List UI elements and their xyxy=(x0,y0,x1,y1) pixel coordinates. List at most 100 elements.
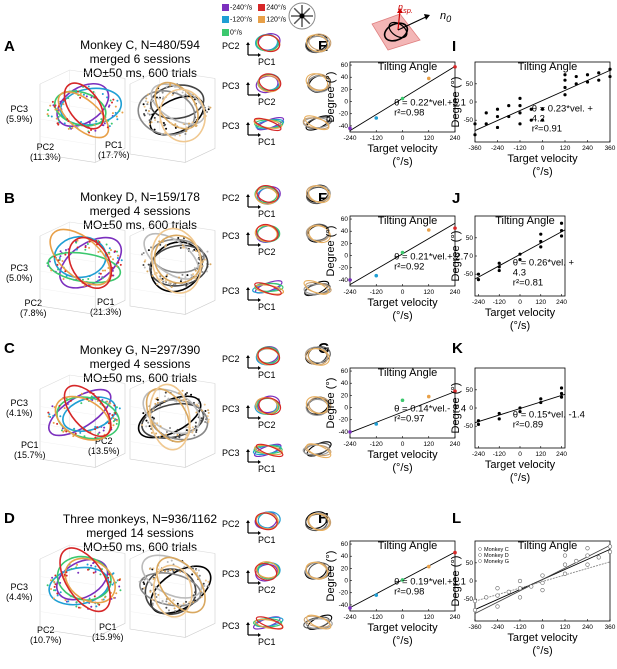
data-point xyxy=(400,96,405,101)
trajectory-dot xyxy=(162,122,165,125)
trajectory-dot xyxy=(75,248,78,251)
trajectory-dot xyxy=(97,433,100,436)
trajectory-dot xyxy=(108,125,111,128)
trajectory-dot xyxy=(186,96,189,99)
pca-cube-grayscale xyxy=(129,374,216,468)
trajectory-dot xyxy=(59,591,62,594)
panel-label-K: K xyxy=(452,340,463,357)
trajectory-dot xyxy=(115,592,118,595)
trajectory-dot xyxy=(108,412,111,415)
proj-axis-label-y: PC2 xyxy=(222,193,240,203)
trajectory-dot xyxy=(56,592,59,595)
trajectory-dot xyxy=(146,101,149,104)
trajectory-dot xyxy=(175,85,178,88)
y-axis-label: Degree (°) xyxy=(325,226,337,277)
trajectory-dot xyxy=(56,594,59,597)
trajectory-dot xyxy=(89,599,92,602)
trajectory-dot xyxy=(143,582,146,585)
trajectory-loop xyxy=(159,88,206,143)
trajectory-loop xyxy=(152,564,193,618)
trajectory-dot xyxy=(175,91,178,94)
pca-cube-grayscale xyxy=(129,221,216,315)
projection-loop xyxy=(255,443,284,458)
trajectory-dot xyxy=(94,129,97,132)
trajectory-dot xyxy=(184,393,187,396)
trajectory-dot xyxy=(76,563,79,566)
trajectory-dot xyxy=(158,240,161,243)
x-tick-label: 0 xyxy=(401,135,405,142)
trajectory-dot xyxy=(194,421,197,424)
proj-axis-label-y: PC2 xyxy=(222,41,240,51)
data-point xyxy=(559,386,564,390)
data-point xyxy=(608,74,612,79)
x-axis-label: Target velocity xyxy=(507,632,578,644)
trajectory-dot xyxy=(46,584,49,587)
trajectory-dot xyxy=(166,597,169,600)
projection-loop-gray xyxy=(307,347,330,366)
trajectory-dot xyxy=(207,420,210,423)
trajectory-dot xyxy=(57,406,60,409)
trajectory-dot xyxy=(138,580,141,583)
trajectory-dot xyxy=(102,124,105,127)
data-point xyxy=(607,544,613,549)
projection-loop-gray xyxy=(306,614,332,630)
x-tick-label: -120 xyxy=(370,441,383,448)
trajectory-dot xyxy=(106,126,109,129)
trajectory-dot xyxy=(155,272,158,275)
x-tick-label: 0 xyxy=(518,299,522,306)
trajectory-dot xyxy=(151,275,154,278)
trajectory-dot xyxy=(92,571,95,574)
trajectory-dot xyxy=(156,564,159,567)
trajectory-dot xyxy=(54,108,57,111)
projection-loop xyxy=(257,395,281,414)
chart-title: Tilting Angle xyxy=(378,215,438,227)
trajectory-loop xyxy=(63,384,112,438)
trajectory-dot xyxy=(146,270,149,273)
trajectory-dot xyxy=(165,600,168,603)
trajectory-dot xyxy=(188,122,191,125)
data-point xyxy=(559,221,564,225)
fit-annotation: θ = 0.19*vel.+1.1 xyxy=(394,576,466,587)
data-point xyxy=(495,586,500,591)
velocity-legend: -240°/s 240°/s -120°/s 120°/s 0°/s xyxy=(222,4,286,37)
trajectory-dot xyxy=(151,598,154,601)
trajectory-dot xyxy=(90,96,93,99)
trajectory-loop xyxy=(141,402,205,439)
trajectory-dot xyxy=(172,599,175,602)
trajectory-dot xyxy=(179,246,182,249)
trajectory-dot xyxy=(54,574,57,577)
panel-label-F: F xyxy=(318,190,328,207)
fit-annotation: 4.3 xyxy=(513,268,526,279)
trajectory-dot xyxy=(87,277,90,280)
trajectory-dot xyxy=(46,262,49,265)
trajectory-dot xyxy=(206,265,209,268)
x-axis-label: Target velocity xyxy=(367,297,438,309)
trajectory-dot xyxy=(185,426,188,429)
data-point xyxy=(529,107,533,111)
projection-loop-gray xyxy=(303,616,330,629)
legend-item-neg120: -120°/s 120°/s xyxy=(222,16,286,24)
data-point xyxy=(562,571,568,576)
trajectory-dot xyxy=(177,392,180,395)
trajectory-dot xyxy=(175,400,178,403)
data-point xyxy=(540,587,545,593)
trajectory-dot xyxy=(97,250,100,253)
trajectory-dot xyxy=(88,597,91,600)
proj-axis-label-x: PC1 xyxy=(258,57,276,67)
chart-title: Tilting Angle xyxy=(495,215,555,227)
x-tick-label: 240 xyxy=(556,451,567,458)
trajectory-dot xyxy=(174,134,177,137)
data-point xyxy=(540,118,545,122)
trajectory-dot xyxy=(207,418,210,421)
trajectory-dot xyxy=(51,405,54,408)
trajectory-dot xyxy=(47,415,50,418)
trajectory-dot xyxy=(145,109,148,112)
trajectory-loop xyxy=(148,383,191,451)
y-axis-label: Degree (°) xyxy=(325,72,337,123)
data-point xyxy=(472,598,478,604)
proj-axis-label-x: PC2 xyxy=(258,585,276,595)
trajectory-dot xyxy=(178,604,181,607)
data-point xyxy=(484,111,488,115)
